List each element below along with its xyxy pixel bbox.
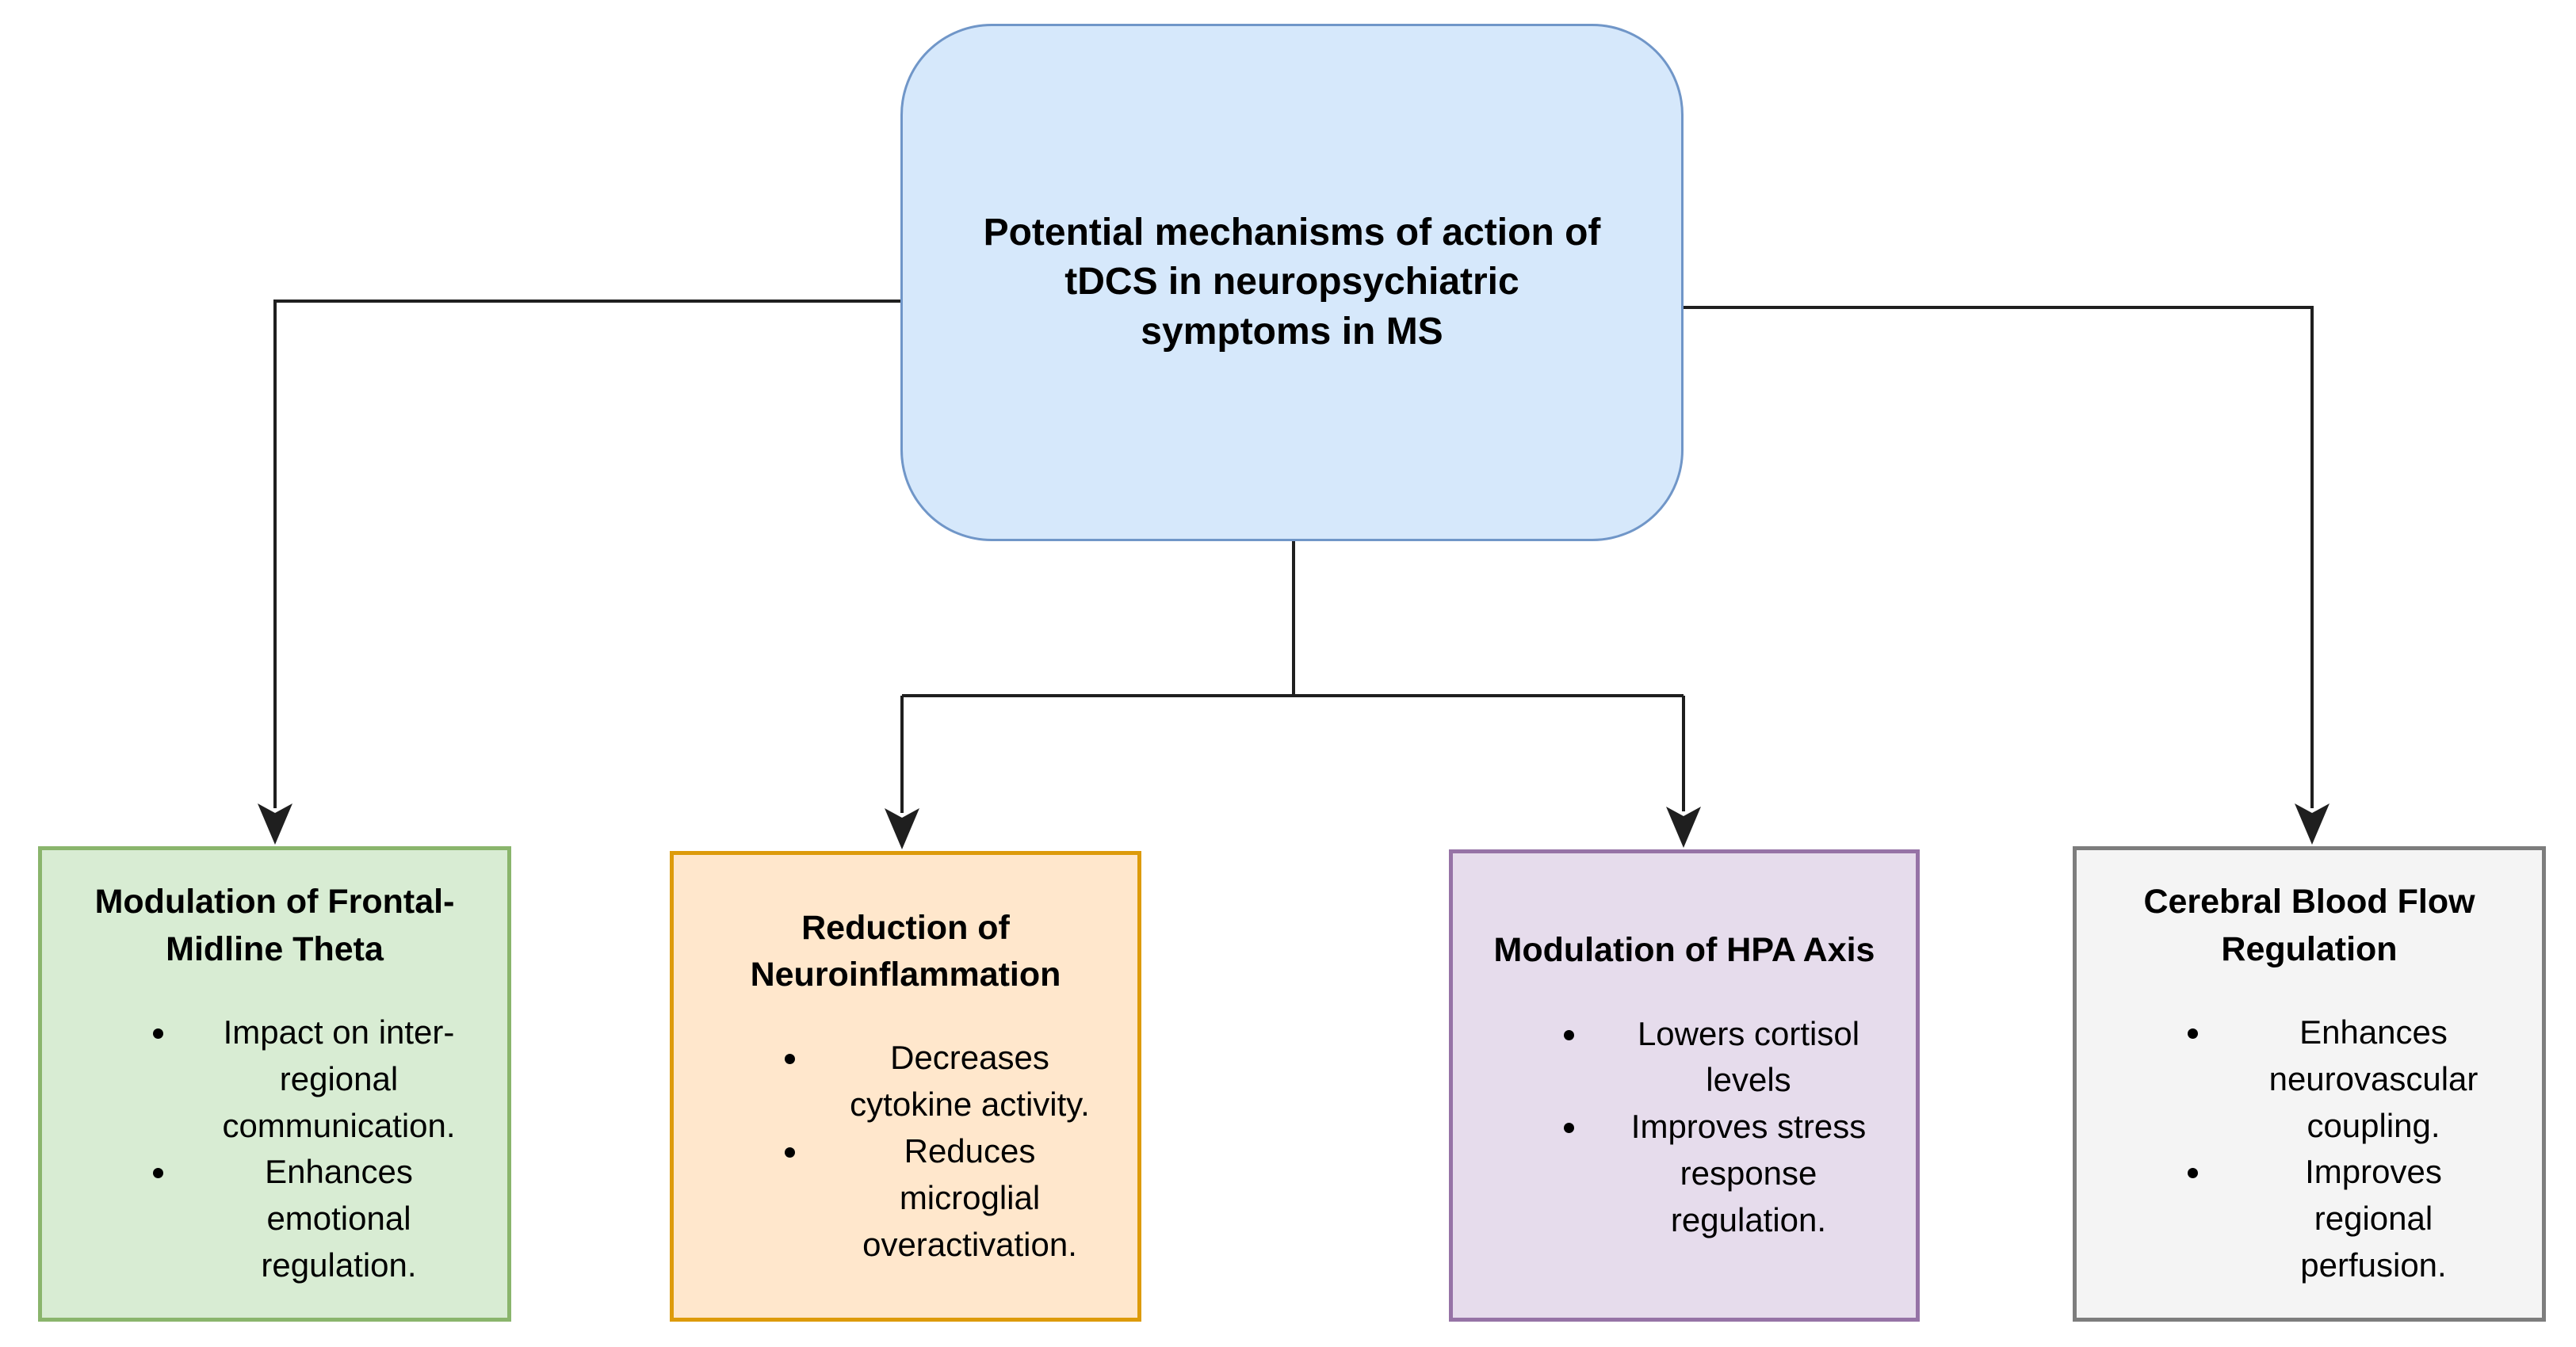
bullet-list: Lowers cortisol levels Improves stress r… <box>1453 1011 1916 1244</box>
branch-node-cerebral-blood-flow: Cerebral Blood Flow Regulation Enhances … <box>2073 846 2546 1322</box>
branch-node-neuroinflammation: Reduction of Neuroinflammation Decreases… <box>670 851 1141 1322</box>
root-node: Potential mechanisms of action of tDCS i… <box>900 24 1684 541</box>
bullet-item: Improves regional perfusion. <box>2213 1149 2534 1288</box>
bullet-item: Enhances emotional regulation. <box>178 1149 499 1288</box>
branch-title: Reduction of Neuroinflammation <box>750 908 1061 994</box>
arrowhead-frontal-midline <box>258 803 292 845</box>
bullet-item: Enhances neurovascular coupling. <box>2213 1009 2534 1149</box>
root-node-title: Potential mechanisms of action of tDCS i… <box>983 211 1601 353</box>
branch-title: Modulation of Frontal- Midline Theta <box>94 883 455 968</box>
arrowhead-hpa-axis <box>1666 807 1701 848</box>
bullet-item: Impact on inter- regional communication. <box>178 1009 499 1149</box>
arrowhead-cerebral-blood-flow <box>2295 803 2329 845</box>
bullet-list: Enhances neurovascular coupling. Improve… <box>2077 1009 2542 1289</box>
branch-title: Modulation of HPA Axis <box>1493 931 1875 970</box>
branch-title: Cerebral Blood Flow Regulation <box>2143 883 2475 968</box>
bullet-list: Impact on inter- regional communication.… <box>42 1009 507 1289</box>
branch-node-hpa-axis: Modulation of HPA Axis Lowers cortisol l… <box>1449 849 1920 1322</box>
bullet-list: Decreases cytokine activity. Reduces mic… <box>674 1035 1137 1268</box>
bullet-item: Decreases cytokine activity. <box>810 1035 1129 1128</box>
connector-root-to-cerebral-blood-flow <box>1684 306 2314 808</box>
arrowhead-neuroinflammation <box>885 808 919 849</box>
branch-node-frontal-midline-theta: Modulation of Frontal- Midline Theta Imp… <box>38 846 511 1322</box>
connector-root-to-frontal-midline <box>273 300 900 808</box>
bullet-item: Lowers cortisol levels <box>1589 1011 1908 1105</box>
bullet-item: Reduces microglial overactivation. <box>810 1128 1129 1268</box>
bullet-item: Improves stress response regulation. <box>1589 1104 1908 1243</box>
